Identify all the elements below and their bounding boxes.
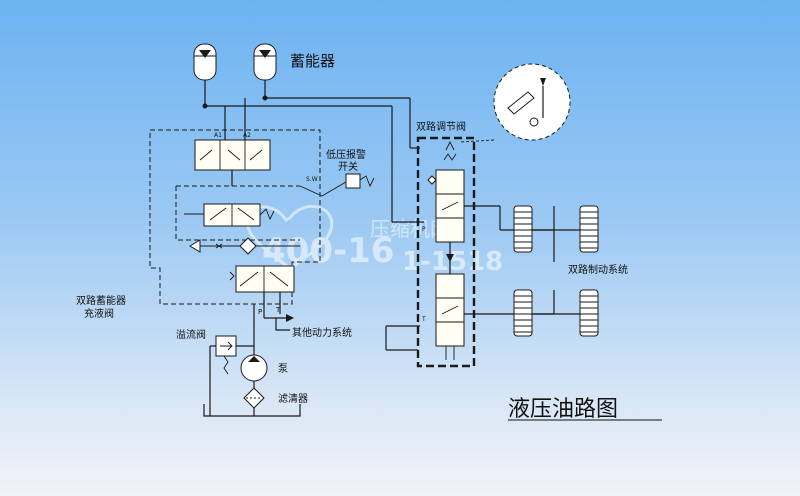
- pump: [240, 304, 268, 382]
- mark-t: T: [421, 316, 426, 323]
- wheel-rear-left: [513, 289, 533, 337]
- diagram-title: 液压油路图: [508, 397, 618, 422]
- label-other-power-system: 其他动力系统: [292, 326, 352, 339]
- label-low-pressure-1: 低压报警: [326, 148, 366, 161]
- filter: [203, 345, 301, 417]
- label-dual-regulating-valve: 双路调节阀: [416, 120, 466, 133]
- mark-p: P: [422, 226, 426, 233]
- brake-pedal-detail: [459, 63, 571, 143]
- label-accumulator: 蓄能器: [290, 52, 335, 70]
- label-pump: 泵: [278, 363, 288, 375]
- label-charging-valve-2: 充液阀: [84, 307, 114, 320]
- wheel-rear-right: [579, 289, 599, 337]
- mark-p-left: P: [258, 308, 262, 316]
- label-charging-valve-1: 双路蓄能器: [76, 294, 126, 307]
- accumulator-right: [253, 43, 277, 98]
- accumulator-left: [193, 43, 217, 106]
- label-dual-brake-system: 双路制动系统: [568, 263, 628, 276]
- mark-t-left: T: [275, 306, 281, 314]
- lower-valve: [235, 265, 295, 293]
- mark-sw: S.W: [306, 176, 318, 183]
- relief-valve: [215, 335, 254, 375]
- low-pressure-switch: [321, 173, 375, 197]
- wheel-front-left: [513, 205, 533, 253]
- wheel-front-right: [579, 205, 599, 253]
- dual-regulating-valve: P T: [385, 136, 500, 368]
- mark-a1: A1: [214, 132, 222, 139]
- label-low-pressure-2: 开关: [338, 160, 358, 173]
- mark-a2: A2: [243, 132, 251, 139]
- label-relief-valve: 溢流阀: [176, 328, 206, 341]
- label-filter: 滤清器: [278, 392, 308, 405]
- brake-system: [499, 205, 599, 337]
- charging-valve-group: A1 A2 S.W P T: [149, 129, 323, 322]
- watermark-phone: 400-16: [262, 231, 394, 271]
- top-valve: [194, 139, 271, 171]
